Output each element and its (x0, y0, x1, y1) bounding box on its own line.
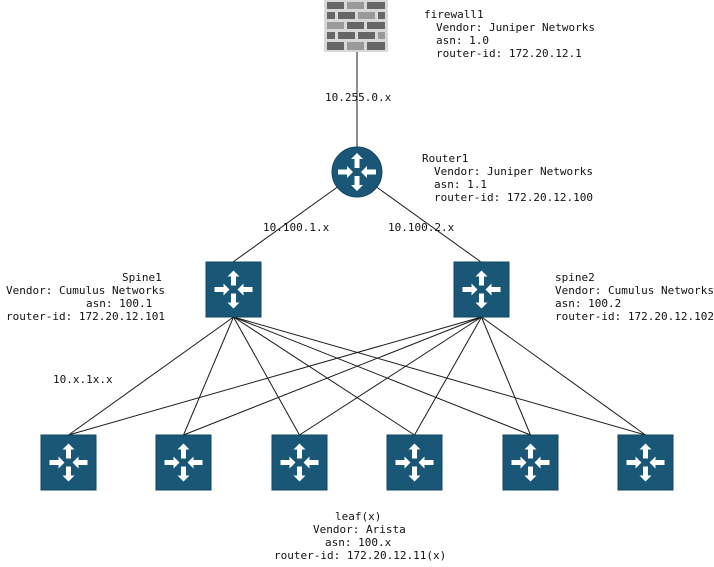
leaf-switch-icon[interactable] (40, 434, 97, 491)
leaf-switch-icon[interactable] (617, 434, 674, 491)
arrow-glyph (462, 283, 478, 296)
leaf-switch-icon[interactable] (271, 434, 328, 491)
spine-leaf-links (68, 316, 646, 436)
firewall-name: firewall1 (424, 8, 484, 21)
arrow-glyph (626, 456, 642, 469)
link-spine1-leaf5 (233, 316, 531, 436)
router-name: Router1 (422, 152, 468, 165)
spine2-router-id: router-id: 172.20.12.102 (555, 310, 714, 323)
leaf-switch-icon[interactable] (386, 434, 443, 491)
leaf-vendor: Vendor: Arista (313, 523, 406, 536)
router-asn: asn: 1.1 (434, 178, 487, 191)
arrow-glyph (361, 166, 376, 178)
arrow-glyph (475, 293, 488, 309)
arrow-glyph (72, 456, 88, 469)
spine2-asn: asn: 100.2 (555, 297, 621, 310)
arrow-glyph (237, 283, 253, 296)
link-spine2-leaf6 (481, 316, 646, 436)
link-spine1-leaf3 (233, 316, 300, 436)
spine2-vendor: Vendor: Cumulus Networks (555, 284, 714, 297)
arrow-glyph (524, 466, 537, 482)
spine2-name: spine2 (555, 271, 595, 284)
arrow-glyph (338, 166, 353, 178)
arrow-glyph (534, 456, 550, 469)
spine2-switch-icon[interactable] (453, 261, 510, 318)
arrow-glyph (62, 466, 75, 482)
arrow-glyph (639, 466, 652, 482)
arrow-glyph (485, 283, 501, 296)
arrow-glyph (177, 466, 190, 482)
arrow-glyph (408, 466, 421, 482)
firewall-asn: asn: 1.0 (436, 34, 489, 47)
arrow-glyph (177, 443, 190, 459)
spine2-label: spine2 Vendor: Cumulus Networks asn: 100… (555, 271, 714, 323)
leaf-router-id: router-id: 172.20.12.11(x) (274, 549, 446, 562)
arrow-glyph (227, 293, 240, 309)
router-icon[interactable] (331, 146, 383, 198)
leaf-switches (40, 434, 674, 491)
arrow-glyph (280, 456, 296, 469)
leaf-asn: asn: 100.x (325, 536, 392, 549)
arrow-glyph (303, 456, 319, 469)
arrow-glyph (524, 443, 537, 459)
link-router-spine1 (232, 172, 358, 263)
arrow-glyph (62, 443, 75, 459)
leaf-switch-icon[interactable] (155, 434, 212, 491)
arrow-glyph (418, 456, 434, 469)
link-spine1-leaf2 (183, 316, 234, 436)
arrow-glyph (214, 283, 230, 296)
arrow-glyph (164, 456, 180, 469)
spine1-name: Spine1 (122, 271, 162, 284)
arrow-glyph (639, 443, 652, 459)
links (68, 52, 646, 436)
firewall-router-id: router-id: 172.20.12.1 (436, 47, 582, 60)
arrow-glyph (187, 456, 203, 469)
arrow-glyph (351, 153, 363, 168)
arrow-glyph (293, 466, 306, 482)
firewall-brick-icon[interactable] (324, 0, 388, 52)
arrow-glyph (49, 456, 65, 469)
arrow-glyph (351, 176, 363, 191)
router-router-id: router-id: 172.20.12.100 (434, 191, 593, 204)
link-spine1-leaf6 (233, 316, 646, 436)
leaf-name: leaf(x) (335, 510, 381, 523)
arrow-glyph (293, 443, 306, 459)
link-spine1-leaf1 (68, 316, 234, 436)
spine1-asn: asn: 100.1 (86, 297, 152, 310)
firewall-vendor: Vendor: Juniper Networks (436, 21, 595, 34)
spine1-router-id: router-id: 172.20.12.101 (6, 310, 165, 323)
link-router-spine2 (356, 172, 482, 263)
link-spine1-leaf4 (233, 316, 415, 436)
link-label-router-spine1: 10.100.1.x (263, 221, 330, 234)
link-label-spine-leaf: 10.x.1x.x (53, 373, 113, 386)
spine1-switch-icon[interactable] (205, 261, 262, 318)
spine1-label: Spine1 Vendor: Cumulus Networks asn: 100… (6, 271, 165, 323)
arrow-glyph (649, 456, 665, 469)
leaf-switch-icon[interactable] (502, 434, 559, 491)
router-label: Router1 Vendor: Juniper Networks asn: 1.… (422, 152, 593, 204)
firewall-label: firewall1 Vendor: Juniper Networks asn: … (424, 8, 595, 60)
link-spine2-leaf5 (481, 316, 531, 436)
spine1-vendor: Vendor: Cumulus Networks (6, 284, 165, 297)
link-label-router-spine2: 10.100.2.x (388, 221, 455, 234)
link-spine2-leaf1 (68, 316, 482, 436)
link-label-firewall-router: 10.255.0.x (325, 91, 392, 104)
arrow-glyph (475, 270, 488, 286)
arrow-glyph (227, 270, 240, 286)
arrow-glyph (511, 456, 527, 469)
router-vendor: Vendor: Juniper Networks (434, 165, 593, 178)
arrow-glyph (395, 456, 411, 469)
arrow-glyph (408, 443, 421, 459)
leaf-label: leaf(x) Vendor: Arista asn: 100.x router… (274, 510, 446, 562)
link-spine2-leaf4 (414, 316, 482, 436)
link-spine2-leaf3 (299, 316, 482, 436)
link-spine2-leaf2 (183, 316, 482, 436)
